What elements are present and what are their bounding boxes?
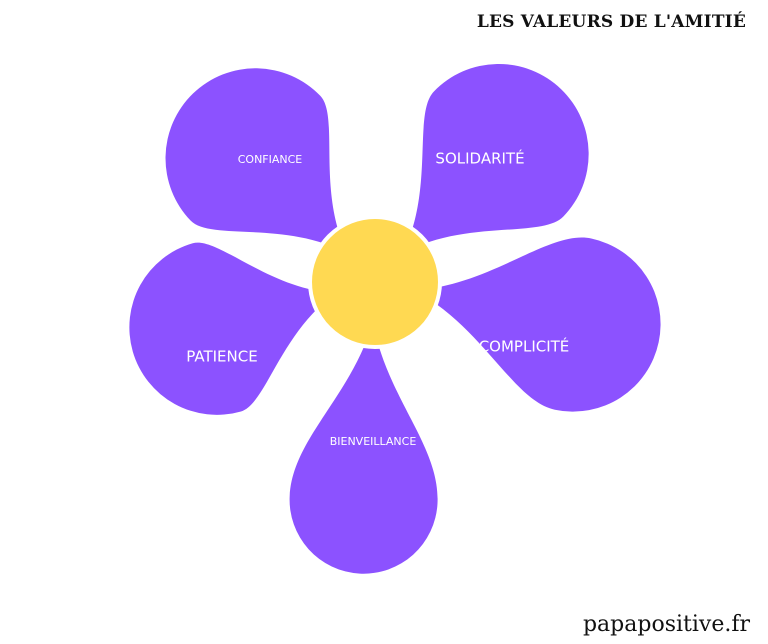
flower-center [308,215,442,349]
petal-confiance [165,68,348,254]
petal-complicite [414,237,661,412]
petal-label-patience: PATIENCE [186,348,257,366]
petal-label-confiance: CONFIANCE [238,153,303,166]
petal-bienveillance [289,321,438,574]
website-credit: papapositive.fr [582,612,750,637]
petal-label-complicite: COMPLICITÉ [479,337,570,356]
petal-patience [129,242,337,415]
petal-label-solidarite: SOLIDARITÉ [435,149,524,168]
petal-label-bienveillance: BIENVEILLANCE [330,435,417,448]
page-title: LES VALEURS DE L'AMITIÉ [476,12,746,32]
petal-solidarite [402,63,589,254]
